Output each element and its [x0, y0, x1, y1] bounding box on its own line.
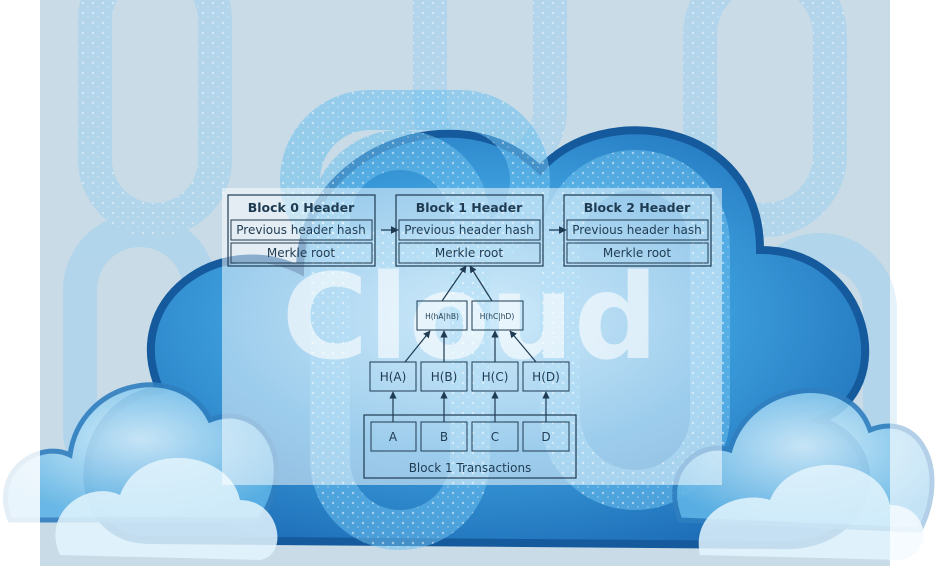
hash-arrow — [509, 330, 537, 363]
block-title: Block 0 Header — [248, 200, 355, 215]
previous-header-hash-field: Previous header hash — [572, 223, 701, 237]
hash-arrow — [404, 330, 431, 363]
block-title: Block 2 Header — [584, 200, 691, 215]
transaction-label: B — [440, 430, 448, 444]
previous-header-hash-field: Previous header hash — [236, 223, 365, 237]
merkle-root-field: Merkle root — [435, 246, 504, 260]
previous-header-hash-field: Previous header hash — [404, 223, 533, 237]
transaction-label: C — [491, 430, 499, 444]
block-title: Block 1 Header — [416, 200, 523, 215]
merkle-node-label: H(hA|hB) — [425, 312, 459, 321]
merkle-arrow — [469, 265, 493, 302]
block-header-0: Block 0 Header Previous header hash Merk… — [227, 194, 376, 267]
leaf-hash-label: H(D) — [532, 370, 560, 384]
leaf-hash-label: H(A) — [380, 370, 407, 384]
block-transactions: Block 1 Transactions — [363, 414, 577, 479]
merkle-node-cd: H(hC|hD) — [471, 300, 524, 331]
leaf-hash-label: H(B) — [431, 370, 458, 384]
transactions-label: Block 1 Transactions — [409, 461, 532, 475]
cloud-watermark: Cloud — [282, 248, 659, 386]
transaction-label: D — [541, 430, 550, 444]
leaf-hash-label: H(C) — [482, 370, 509, 384]
merkle-root-field: Merkle root — [267, 246, 336, 260]
merkle-node-label: H(hC|hD) — [480, 312, 515, 321]
merkle-arrow — [441, 265, 467, 302]
leaf-hash-a: H(A) — [369, 361, 417, 392]
transaction-label: A — [389, 430, 398, 444]
leaf-hash-d: H(D) — [522, 361, 570, 392]
block-header-2: Block 2 Header Previous header hash Merk… — [563, 194, 712, 267]
merkle-root-field: Merkle root — [603, 246, 672, 260]
